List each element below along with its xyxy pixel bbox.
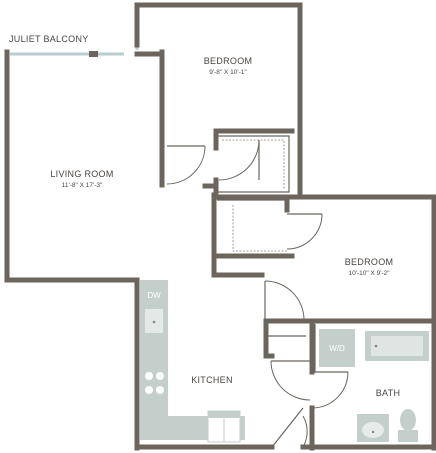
wall-liners	[217, 135, 316, 372]
cooktop	[145, 372, 164, 394]
door-bedroom2	[264, 280, 305, 321]
washer-dryer-label: W/D	[329, 344, 345, 353]
door-bedroom1	[166, 145, 206, 185]
closet-rod-lower	[232, 205, 288, 252]
bedroom1-dims: 9'-8" X 10'-1"	[209, 69, 247, 76]
washer-dryer	[319, 329, 355, 367]
bath-name: BATH	[376, 388, 401, 398]
door-laundry	[270, 360, 311, 401]
juliet-balcony-label: JULIET BALCONY	[9, 34, 89, 44]
door-bath	[311, 371, 349, 409]
closet-rod-upper	[222, 139, 285, 189]
dishwasher-label: DW	[147, 291, 161, 300]
living-room-dims: 11'-8" X 17'-3"	[62, 182, 103, 189]
bedroom1-name: BEDROOM	[204, 56, 253, 66]
door-entry	[271, 407, 308, 448]
living-room-name: LIVING ROOM	[50, 169, 113, 179]
door-closet-upper	[218, 139, 260, 181]
bathtub	[365, 331, 429, 361]
bath-vanity	[357, 414, 389, 442]
door-closet-lower	[286, 213, 323, 250]
sink-drain	[152, 320, 156, 324]
refrigerator	[207, 410, 241, 443]
toilet	[398, 409, 418, 442]
kitchen-name: KITCHEN	[191, 375, 233, 385]
bedroom2-name: BEDROOM	[345, 257, 394, 267]
balcony-window-mullion	[89, 51, 98, 57]
bedroom2-dims: 10'-10" X 9'-2"	[348, 270, 390, 277]
walls	[4, 2, 436, 451]
